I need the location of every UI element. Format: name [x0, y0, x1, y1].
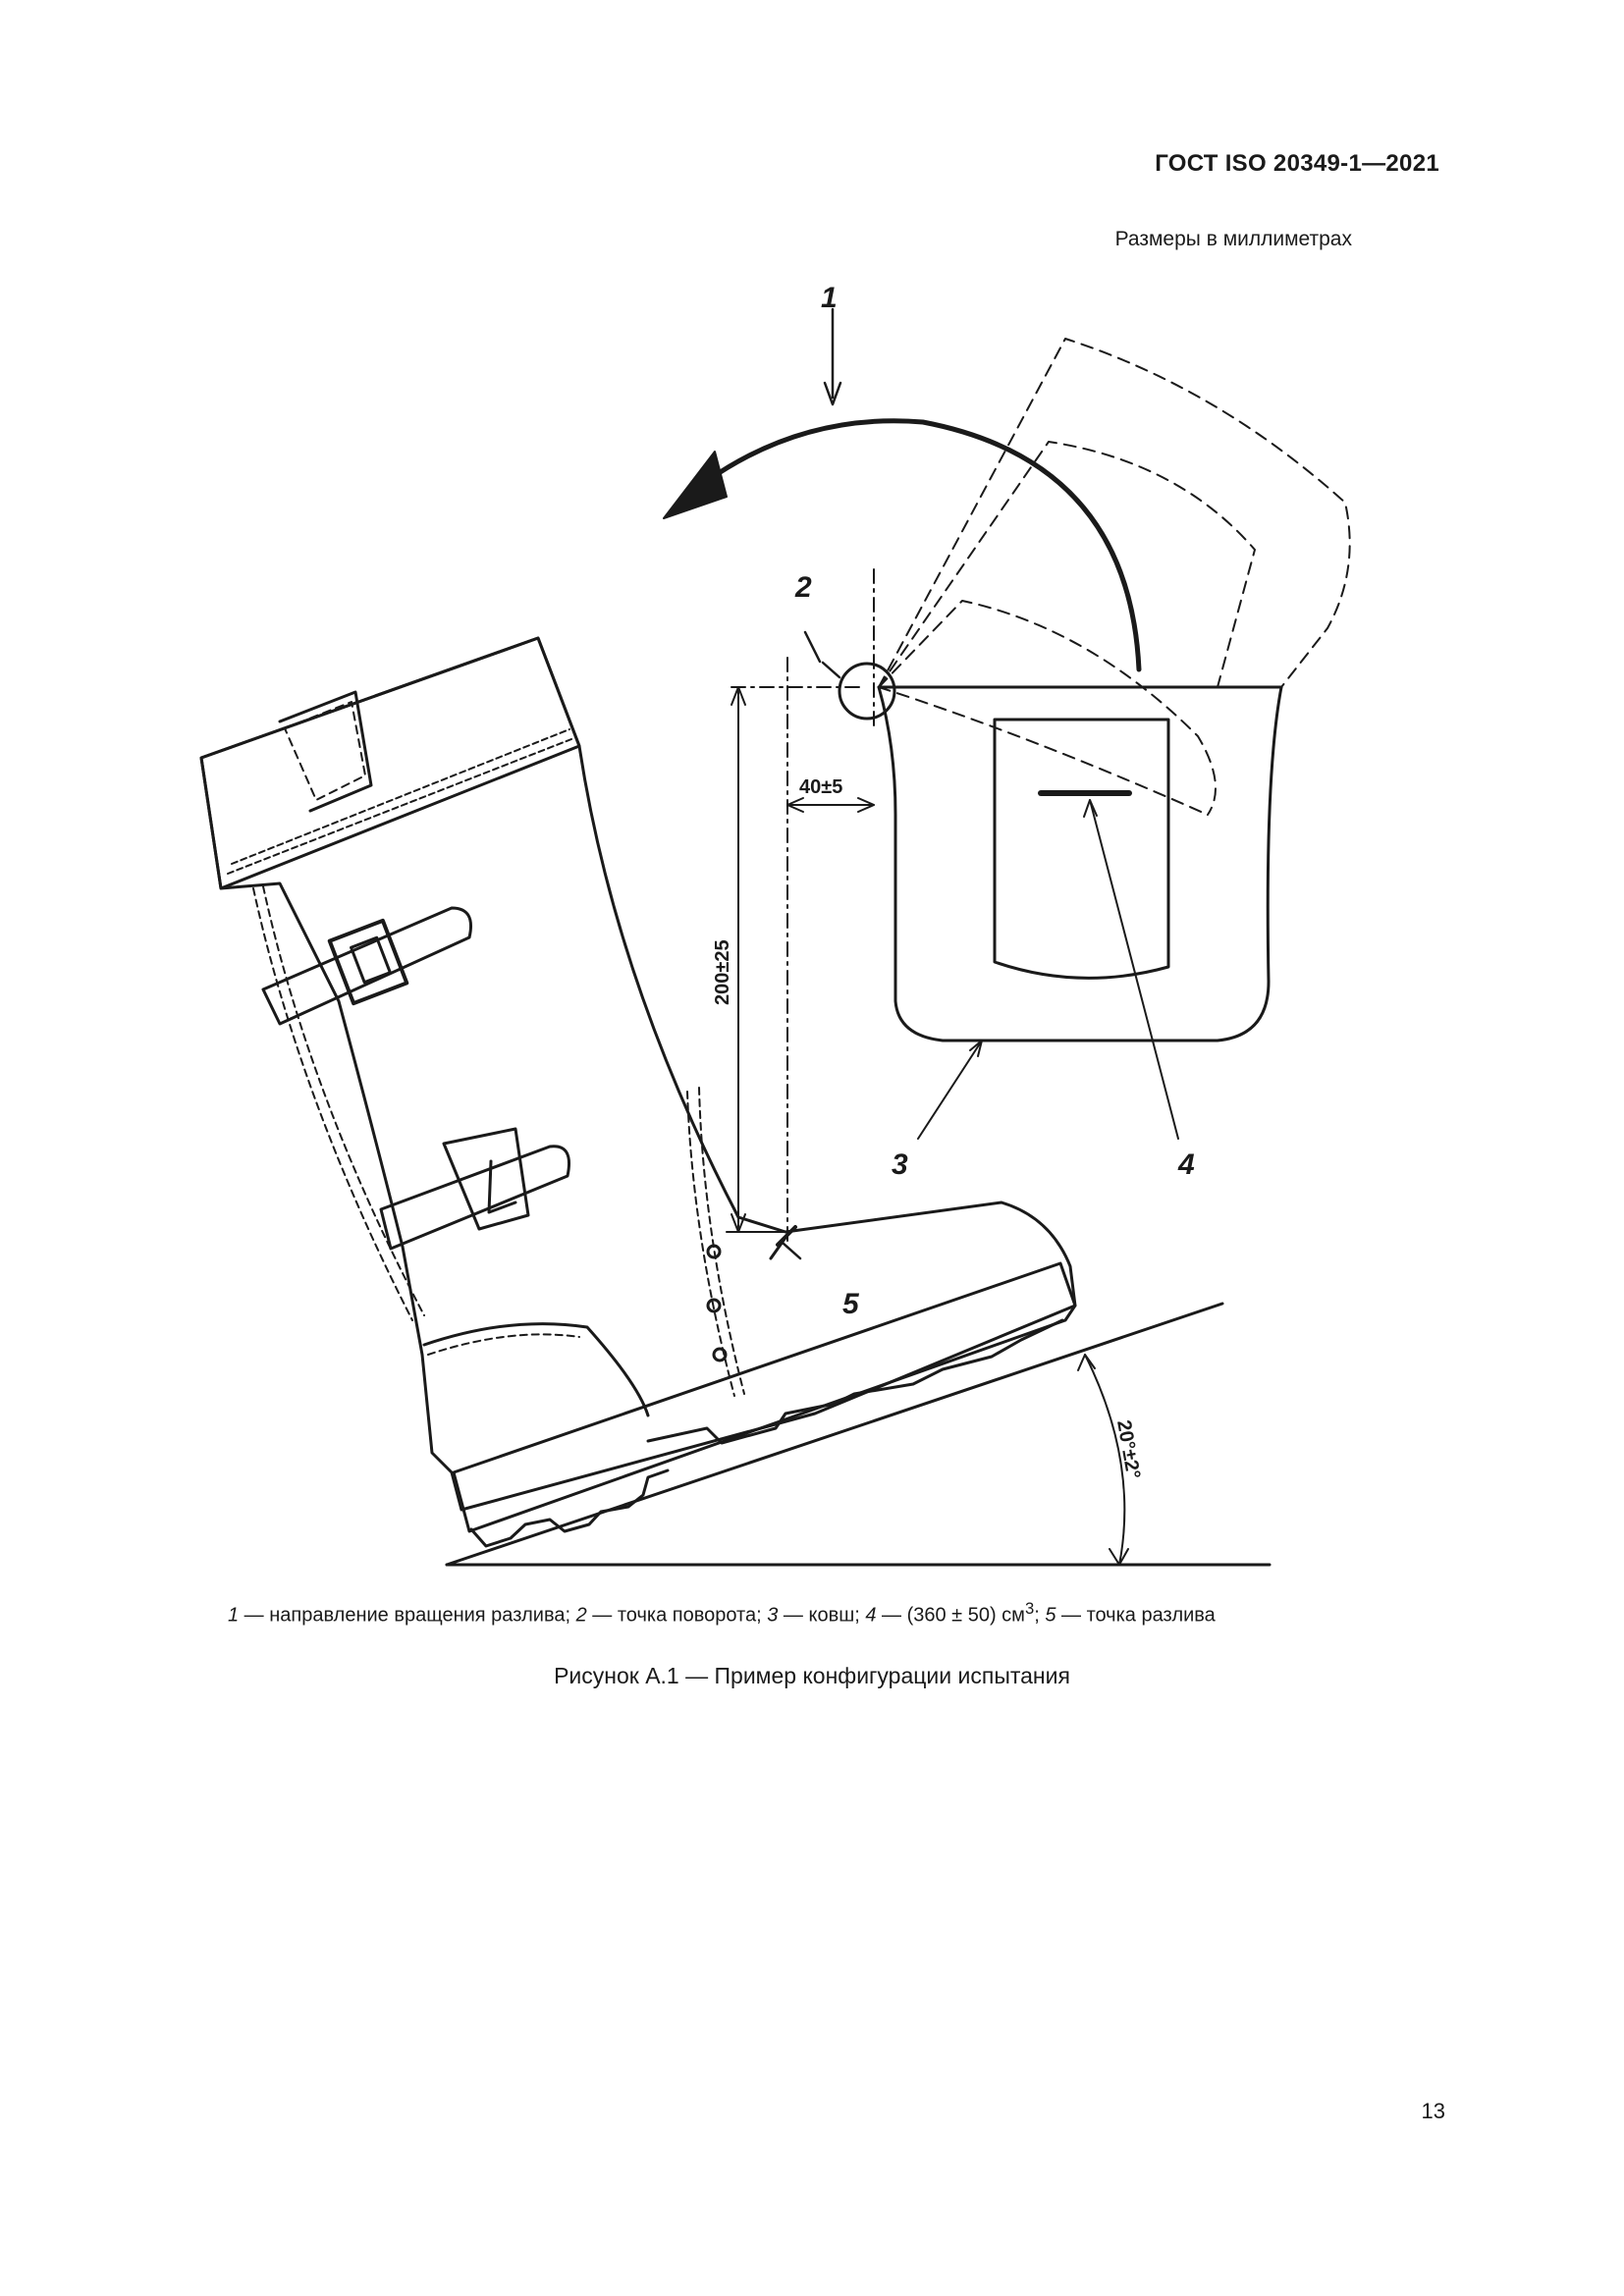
figure-legend: 1 — направление вращения разлива; 2 — то…: [228, 1599, 1386, 1628]
callout-2: 2: [794, 571, 812, 604]
standard-designation: ГОСТ ISO 20349-1—2021: [1155, 150, 1439, 177]
pivot-point: [803, 568, 896, 729]
legend-text-3: — ковш;: [778, 1604, 866, 1627]
dimension-lines: [726, 657, 1179, 1566]
legend-num-1: 1: [228, 1604, 240, 1627]
test-configuration-figure: 1 2 3 4 5 40±5 200±25 20°±2°: [199, 282, 1351, 1567]
legend-num-4: 4: [865, 1604, 877, 1627]
callout-4: 4: [1177, 1148, 1195, 1181]
callout-5: 5: [842, 1288, 860, 1320]
legend-num-5: 5: [1045, 1604, 1056, 1627]
legend-text-4: — (360 ± 50) см: [876, 1604, 1025, 1627]
page-number: 13: [1421, 2099, 1445, 2123]
boot-drawing: [199, 636, 1077, 1548]
legend-superscript: 3: [1024, 1599, 1035, 1618]
legend-text-2: — точка поворота;: [586, 1604, 768, 1627]
ladle-drawing: [877, 338, 1351, 1042]
legend-num-2: 2: [575, 1604, 587, 1627]
legend-num-3: 3: [767, 1604, 779, 1627]
callout-1: 1: [821, 282, 838, 314]
inclined-plane: [445, 1302, 1272, 1567]
rotation-arrow: [663, 307, 1142, 672]
figure-caption: Рисунок А.1 — Пример конфигурации испыта…: [554, 1663, 1070, 1688]
callout-3: 3: [892, 1148, 908, 1181]
dimensions-note: Размеры в миллиметрах: [1114, 228, 1352, 250]
dimension-angle: 20°±2°: [1112, 1418, 1144, 1480]
dimension-offset: 40±5: [799, 776, 842, 798]
legend-text-4b: ;: [1034, 1604, 1046, 1627]
dimension-height: 200±25: [712, 939, 733, 1005]
legend-text-1: — направление вращения разлива;: [239, 1604, 576, 1627]
legend-text-5: — точка разлива: [1056, 1604, 1216, 1627]
